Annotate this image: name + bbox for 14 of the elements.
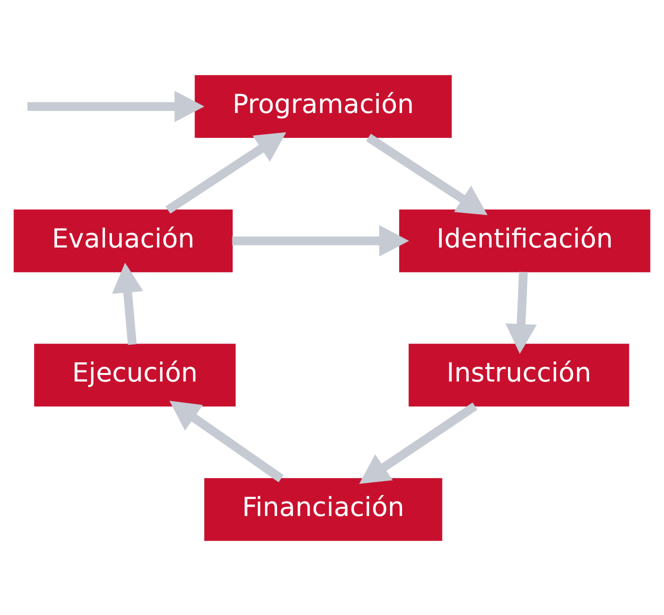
node-box: Financiación (204, 478, 442, 540)
arrow (505, 271, 537, 354)
node-box: Identificación (399, 208, 650, 272)
arrow (366, 133, 488, 215)
arrow (112, 262, 144, 344)
arrow (232, 224, 410, 256)
arrow (169, 400, 284, 482)
node-box: Evaluación (14, 208, 233, 272)
arrow (27, 90, 204, 122)
node-box: Instrucción (408, 343, 630, 406)
node-box: Programación (194, 74, 452, 138)
node-box: Ejecución (34, 343, 236, 406)
arrow (359, 402, 478, 484)
arrow (166, 132, 286, 214)
